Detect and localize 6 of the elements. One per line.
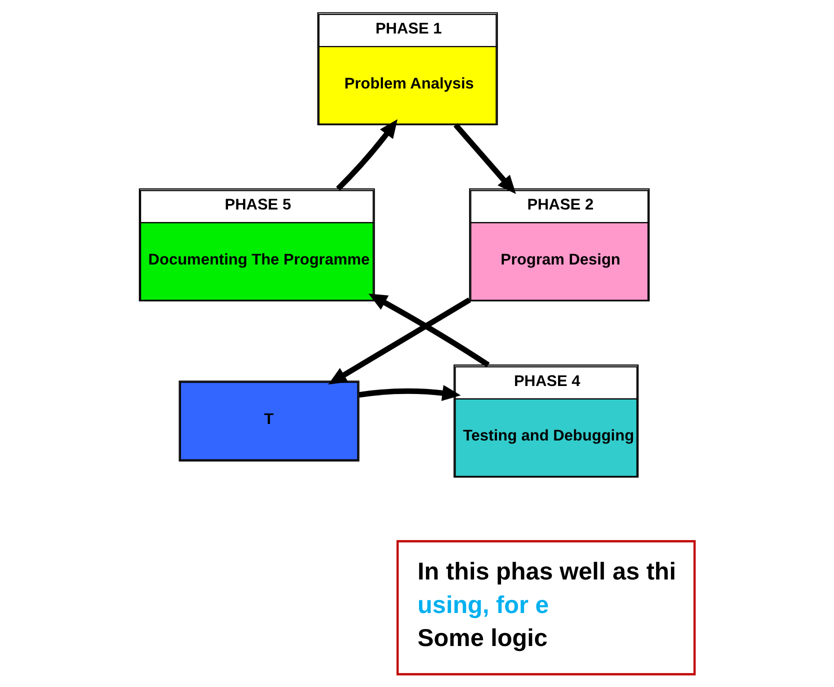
arrow [336,119,398,191]
arrow [358,384,461,402]
arrow [454,123,516,194]
arrow [368,294,490,368]
node-box: In this phas well as thi using, for e Some logic [396,540,696,676]
arrow [328,297,471,385]
